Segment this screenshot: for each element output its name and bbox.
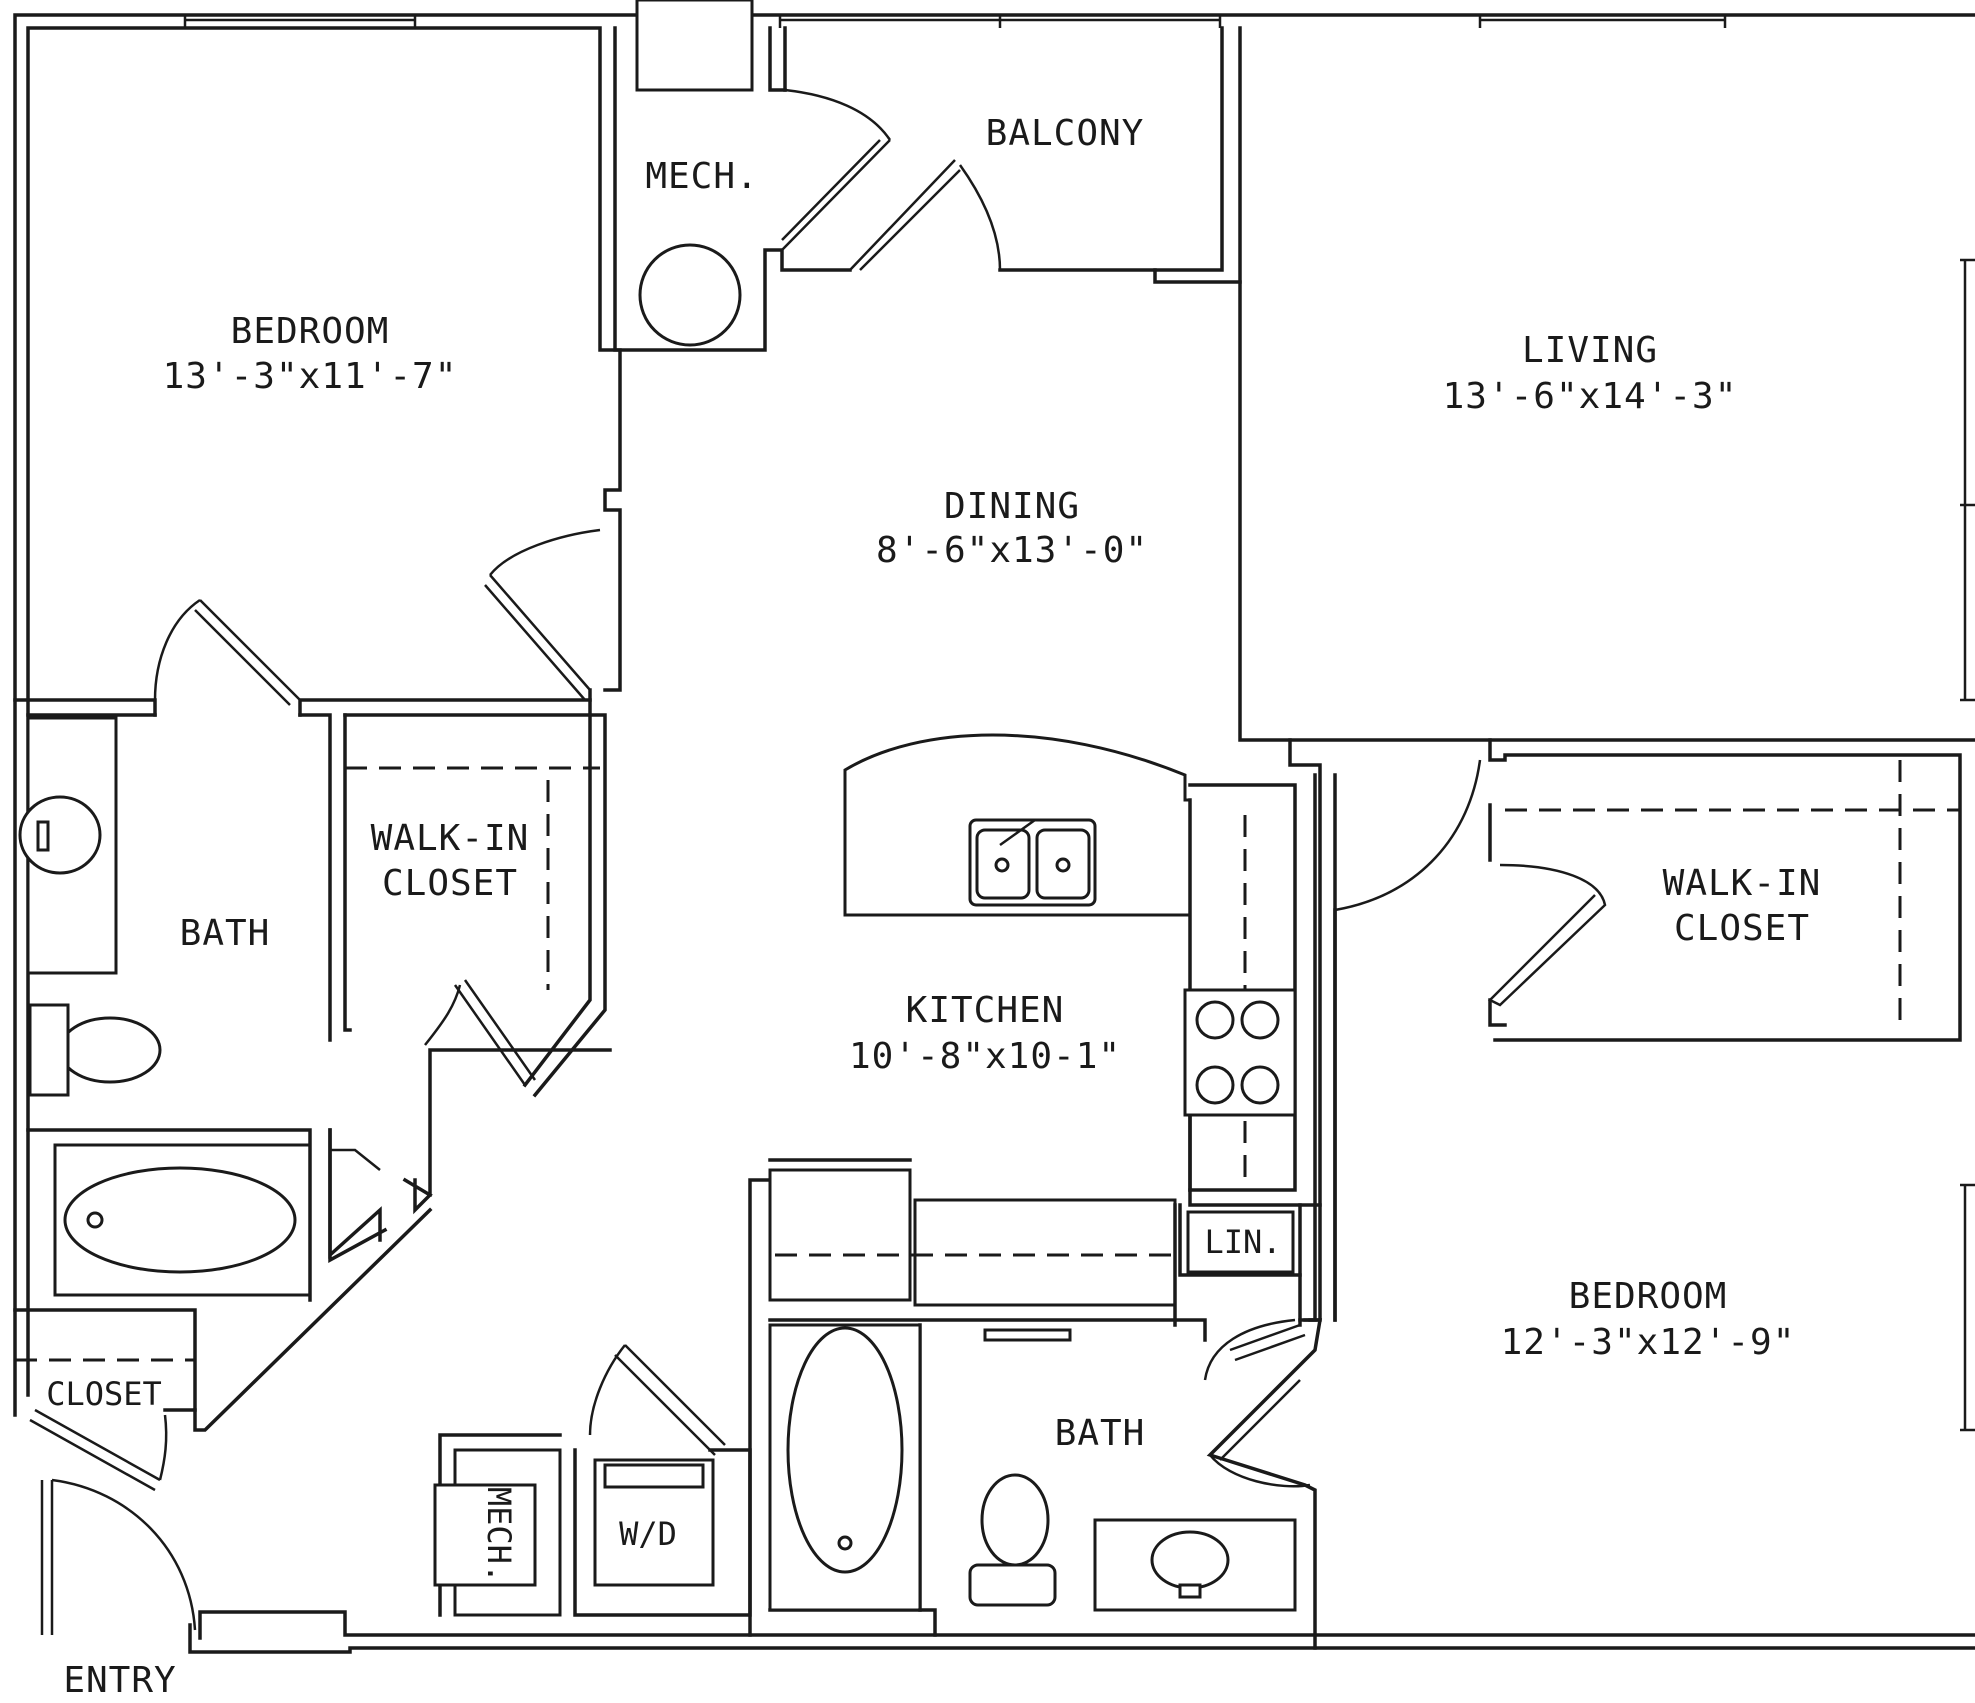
walkin-1-line2: CLOSET <box>382 863 518 904</box>
faucet-2-icon <box>1178 1583 1202 1599</box>
drain-right-icon <box>1055 857 1071 873</box>
tub-2-basin <box>786 1326 904 1574</box>
dining-name: DINING <box>944 486 1080 527</box>
mech-top-name: MECH. <box>645 156 758 197</box>
walkin-2-line1: WALK-IN <box>1663 863 1822 904</box>
entry-name: ENTRY <box>63 1660 176 1701</box>
faucet-icon <box>36 820 50 852</box>
towel-bar <box>983 1328 1072 1342</box>
bedroom-2-size: 12'-3"x12'-9" <box>1501 1322 1796 1363</box>
bedroom-2-walls <box>768 738 1962 1650</box>
bedroom-1-size: 13'-3"x11'-7" <box>163 356 458 397</box>
refrigerator <box>768 1168 912 1302</box>
balcony-name: BALCONY <box>986 113 1145 154</box>
burner-1-icon <box>1195 1000 1235 1040</box>
mech-balcony-walls <box>613 0 1975 742</box>
water-heater-icon <box>638 243 742 347</box>
linen-shelf <box>1186 1210 1295 1274</box>
bath-1-name: BATH <box>180 913 271 954</box>
tub-drain-icon <box>86 1211 104 1229</box>
room-labels: BEDROOM 13'-3"x11'-7" LIVING 13'-6"x14'-… <box>46 113 1822 1701</box>
sink-2-icon <box>1150 1530 1230 1590</box>
toilet-2-icon <box>980 1473 1050 1567</box>
toilet-2-tank <box>968 1563 1057 1607</box>
mech-unit-top <box>635 0 754 92</box>
washer-dryer-name: W/D <box>619 1515 677 1553</box>
walkin-1-line1: WALK-IN <box>371 818 530 859</box>
bedroom-1-walls <box>13 528 612 1635</box>
living-name: LIVING <box>1522 330 1658 371</box>
dining-size: 8'-6"x13'-0" <box>876 530 1148 571</box>
walkin-2-line2: CLOSET <box>1674 908 1810 949</box>
burner-2-icon <box>1240 1000 1280 1040</box>
tub-basin <box>63 1166 297 1274</box>
mech-unit-bottom <box>433 1483 537 1587</box>
burner-4-icon <box>1240 1065 1280 1105</box>
tub-2-drain-icon <box>837 1535 853 1551</box>
sink-icon <box>18 795 102 875</box>
kitchen-counter <box>913 1198 1177 1307</box>
kitchen-name: KITCHEN <box>906 990 1065 1031</box>
bath-2-name: BATH <box>1055 1413 1146 1454</box>
exterior-walls <box>13 13 1975 1654</box>
linen-name: LIN. <box>1204 1223 1281 1261</box>
drain-left-icon <box>994 857 1010 873</box>
burner-3-icon <box>1195 1065 1235 1105</box>
toilet-tank <box>28 1003 70 1097</box>
bedroom-2-name: BEDROOM <box>1569 1276 1728 1317</box>
closet-name: CLOSET <box>46 1375 162 1413</box>
mech-bottom-name: MECH. <box>480 1487 518 1583</box>
toilet-icon <box>58 1016 162 1084</box>
washer-dryer-panel <box>603 1463 705 1489</box>
bedroom-1-name: BEDROOM <box>231 311 390 352</box>
kitchen-size: 10'-8"x10-1" <box>849 1036 1121 1077</box>
living-size: 13'-6"x14'-3" <box>1443 376 1738 417</box>
laundry-mech <box>433 1178 772 1637</box>
